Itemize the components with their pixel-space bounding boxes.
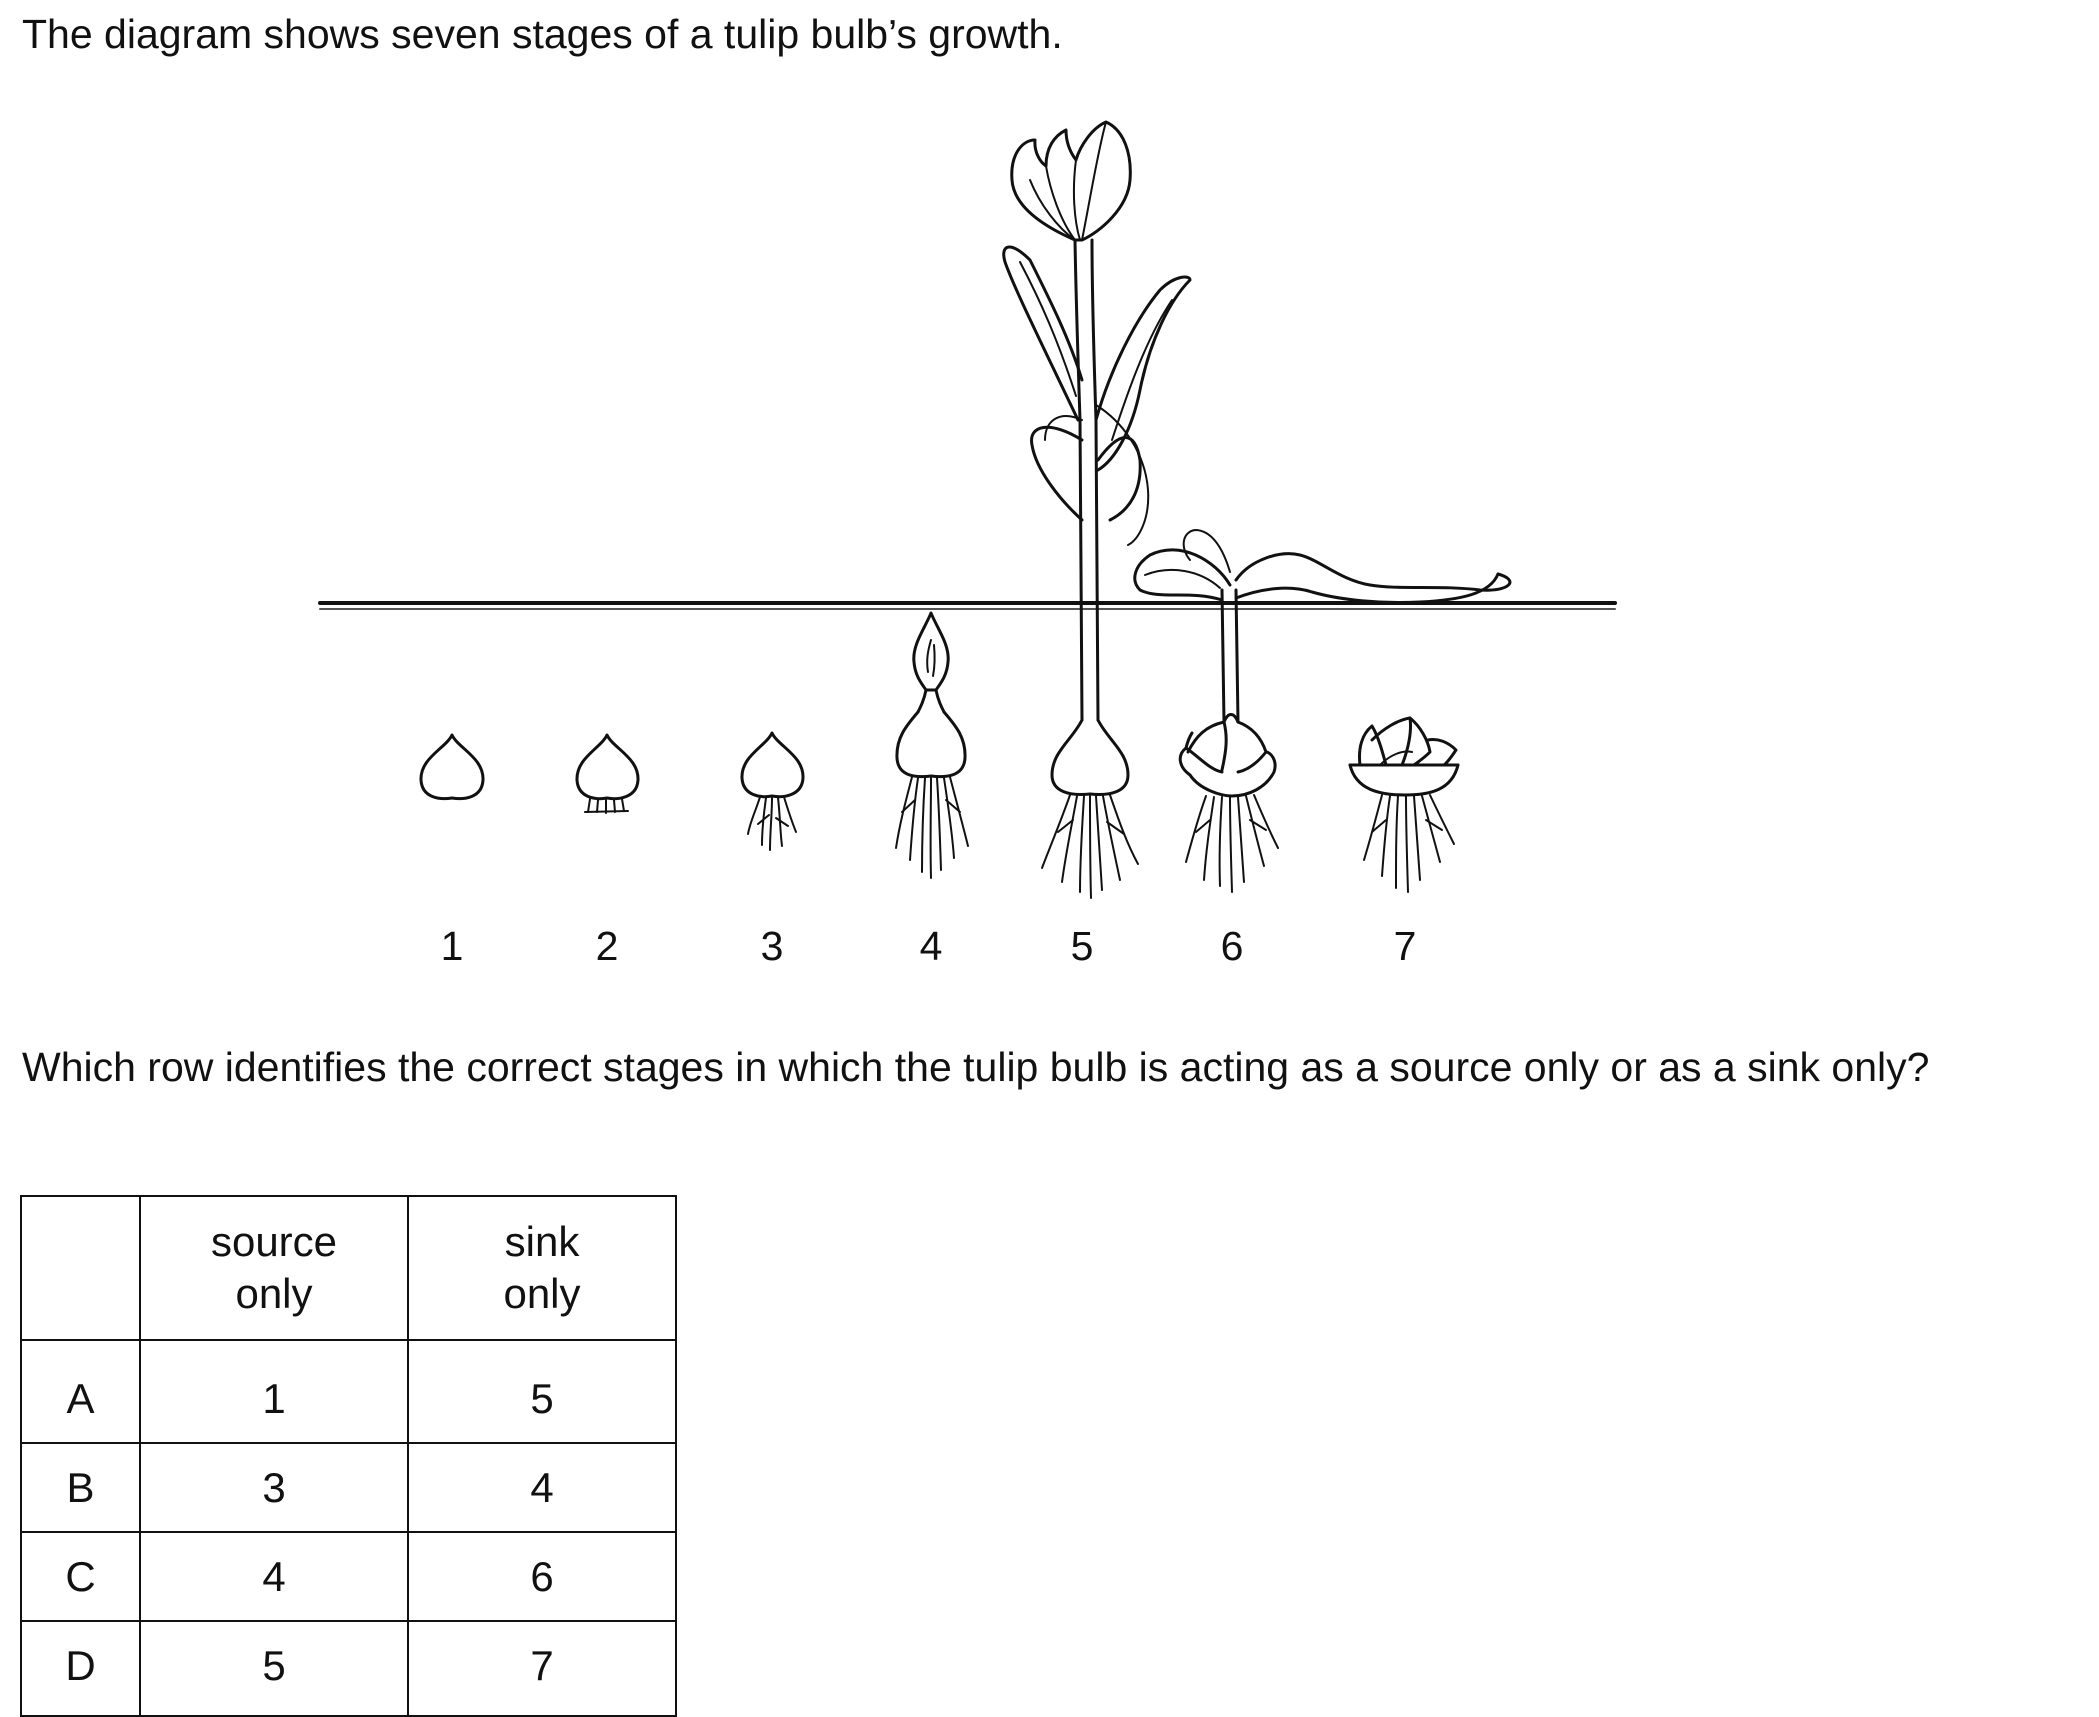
question-text: Which row identifies the correct stages … <box>22 1044 1930 1090</box>
stage-label-1: 1 <box>441 923 464 969</box>
table-row[interactable]: B 3 4 <box>20 1442 677 1533</box>
option-letter[interactable]: D <box>20 1620 141 1717</box>
source-value: 3 <box>139 1442 409 1533</box>
stage-6-bulb <box>1133 529 1512 893</box>
table-row[interactable]: C 4 6 <box>20 1531 677 1622</box>
option-letter[interactable]: B <box>20 1442 141 1533</box>
soil-surface-line <box>318 601 1617 610</box>
option-letter[interactable]: C <box>20 1531 141 1622</box>
source-value: 4 <box>139 1531 409 1622</box>
source-value: 5 <box>139 1620 409 1717</box>
stage-2-bulb <box>575 733 640 814</box>
stage-label-4: 4 <box>920 923 943 969</box>
sink-value: 4 <box>407 1442 677 1533</box>
stage-5-plant <box>1002 120 1192 899</box>
stage-7-bulb <box>1348 716 1460 893</box>
option-letter[interactable]: A <box>20 1339 141 1444</box>
table-row[interactable]: D 5 7 <box>20 1620 677 1717</box>
sink-value: 7 <box>407 1620 677 1717</box>
stage-label-2: 2 <box>596 923 619 969</box>
tulip-growth-diagram: 1 2 3 4 5 6 7 <box>318 120 1617 969</box>
stage-label-5: 5 <box>1071 923 1094 969</box>
sink-value: 5 <box>407 1339 677 1444</box>
source-value: 1 <box>139 1339 409 1444</box>
sink-value: 6 <box>407 1531 677 1622</box>
stage-1-bulb <box>419 733 485 801</box>
stage-label-3: 3 <box>761 923 784 969</box>
stage-label-7: 7 <box>1394 923 1417 969</box>
stage-label-6: 6 <box>1221 923 1244 969</box>
stage-3-bulb <box>740 731 805 851</box>
table-row[interactable]: A 1 5 <box>20 1339 677 1444</box>
stage-4-bulb <box>895 611 969 879</box>
intro-text: The diagram shows seven stages of a tuli… <box>22 11 1063 57</box>
header-empty <box>20 1195 141 1341</box>
